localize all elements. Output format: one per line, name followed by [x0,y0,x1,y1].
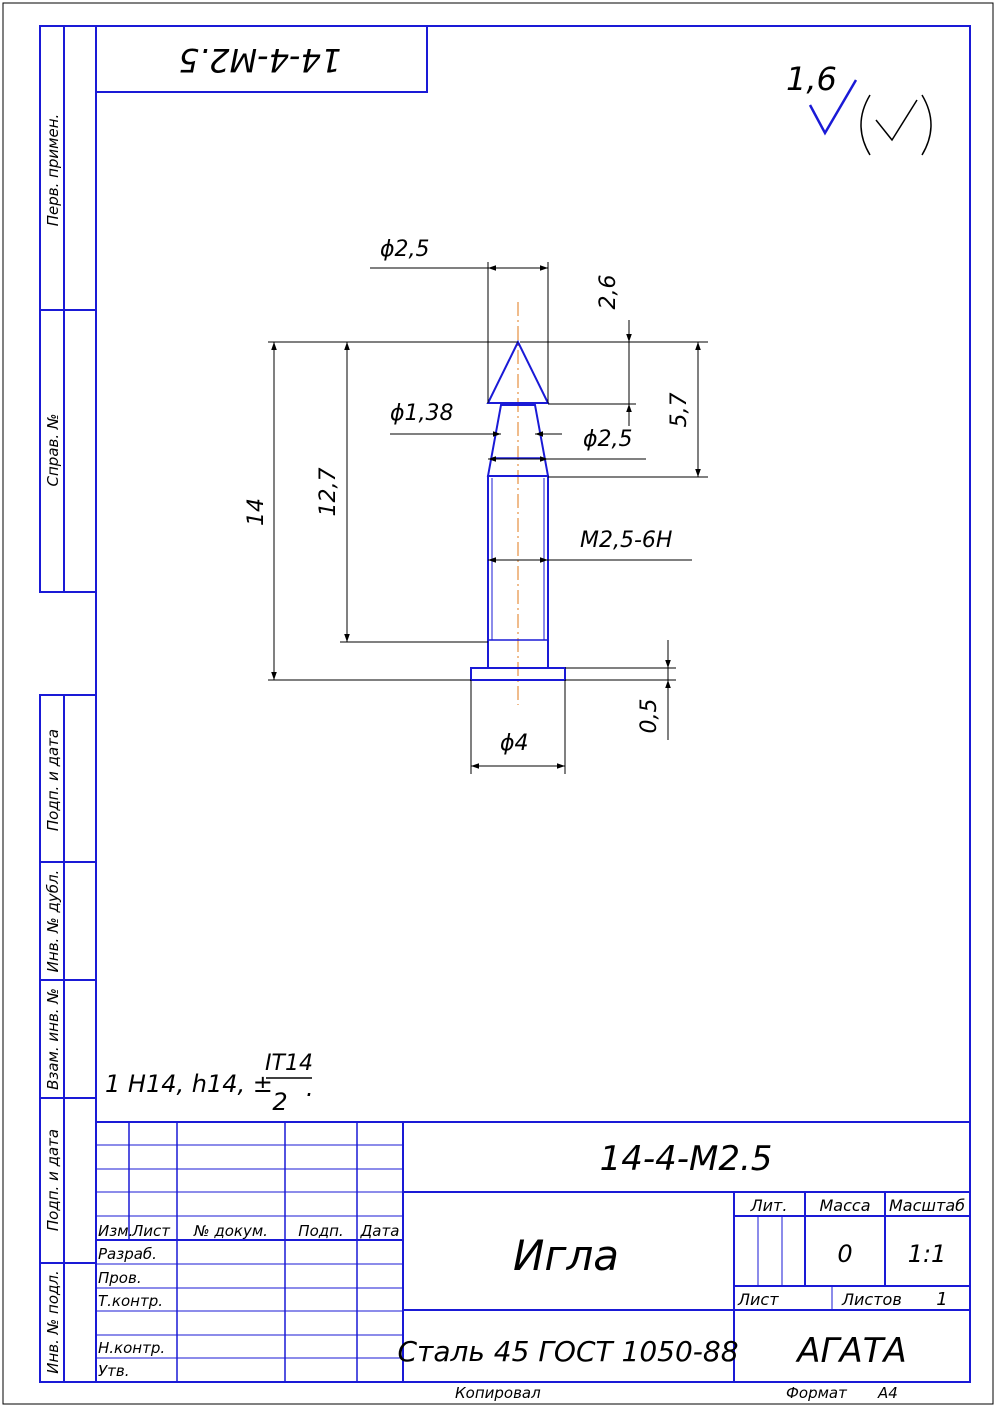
side-label-podp-i-data-1: Подп. и дата [44,729,62,831]
roughness-value: 1,6 [786,60,837,98]
tb-name: Игла [513,1231,619,1280]
side-label-inv-no-dubl: Инв. № дубл. [44,870,62,973]
tb-header-no-dokum: № докум. [193,1222,268,1240]
tb-masshtab-value: 1:1 [908,1240,947,1268]
side-label-perv-primen: Перв. примен. [44,114,62,227]
dim-d-top: ϕ2,5 [380,237,430,262]
tb-org: АГАТА [795,1331,907,1371]
top-designation: 14-4-M2.5 [179,41,342,79]
tb-listov-value: 1 [936,1289,947,1310]
dim-len-14: 14 [244,498,269,526]
dim-thread: M2,5-6H [580,528,672,553]
tb-role-razrab: Разраб. [98,1245,157,1263]
tolerance-note: 1 H14, h14, ± IT14 2 . [105,1051,314,1116]
roughness-symbol: 1,6 [786,60,932,156]
dim-d-head: ϕ4 [500,731,529,756]
tb-role-utv: Утв. [98,1362,130,1380]
dim-d-mid: ϕ2,5 [583,427,633,452]
title-block: Изм. Лист № докум. Подп. Дата Разраб. Пр… [96,1121,970,1382]
tolerance-numerator: IT14 [265,1051,313,1076]
tb-header-izm: Изм. [98,1222,133,1240]
roughness-bracket-left [860,94,871,156]
footer-format-label: Формат [786,1384,848,1402]
tb-list-label: Лист [737,1290,779,1309]
tolerance-suffix: . [306,1074,314,1102]
tb-header-podp: Подп. [298,1222,343,1240]
footer-format-value: A4 [877,1384,898,1402]
tb-lit-label: Лит. [750,1196,788,1215]
tb-massa-value: 0 [837,1240,852,1268]
tb-material: Сталь 45 ГОСТ 1050-88 [397,1335,738,1368]
side-label-inv-no-podl: Инв. № подл. [44,1270,62,1373]
tb-massa-label: Масса [819,1196,870,1215]
top-designation-box: 14-4-M2.5 [96,26,428,93]
tb-role-prov: Пров. [98,1269,142,1287]
dimension-lines: ϕ2,5 2,6 ϕ1,38 ϕ2,5 5,7 14 12,7 M2, [244,237,708,774]
tolerance-denominator: 2 [272,1088,287,1116]
roughness-check-icon [875,99,918,142]
side-column-top [39,25,97,593]
dim-tip-len: 2,6 [596,275,621,310]
dim-d-neck: ϕ1,38 [390,401,454,426]
tb-designation: 14-4-M2.5 [600,1139,773,1179]
dim-len-127: 12,7 [316,468,341,517]
tolerance-prefix: 1 H14, h14, ± [105,1070,273,1098]
tb-role-t-kontr: Т.контр. [98,1292,163,1310]
tb-header-data: Дата [360,1222,400,1240]
side-label-podp-i-data-2: Подп. и дата [44,1129,62,1231]
tb-listov-label: Листов [841,1290,902,1309]
tb-masshtab-label: Масштаб [889,1196,965,1215]
dim-len-57: 5,7 [667,393,692,428]
side-label-vzam-inv-no: Взам. инв. № [44,988,62,1090]
roughness-bracket-right [921,94,932,156]
part-needle [470,302,566,705]
main-frame [95,25,971,1383]
side-label-sprav-no: Справ. № [44,414,62,487]
side-column-bottom [39,694,97,1383]
dim-head-h: 0,5 [637,699,662,734]
tb-role-n-kontr: Н.контр. [98,1339,165,1357]
tb-header-list: Лист [131,1222,171,1240]
footer-kopiroval: Копировал [455,1384,541,1402]
